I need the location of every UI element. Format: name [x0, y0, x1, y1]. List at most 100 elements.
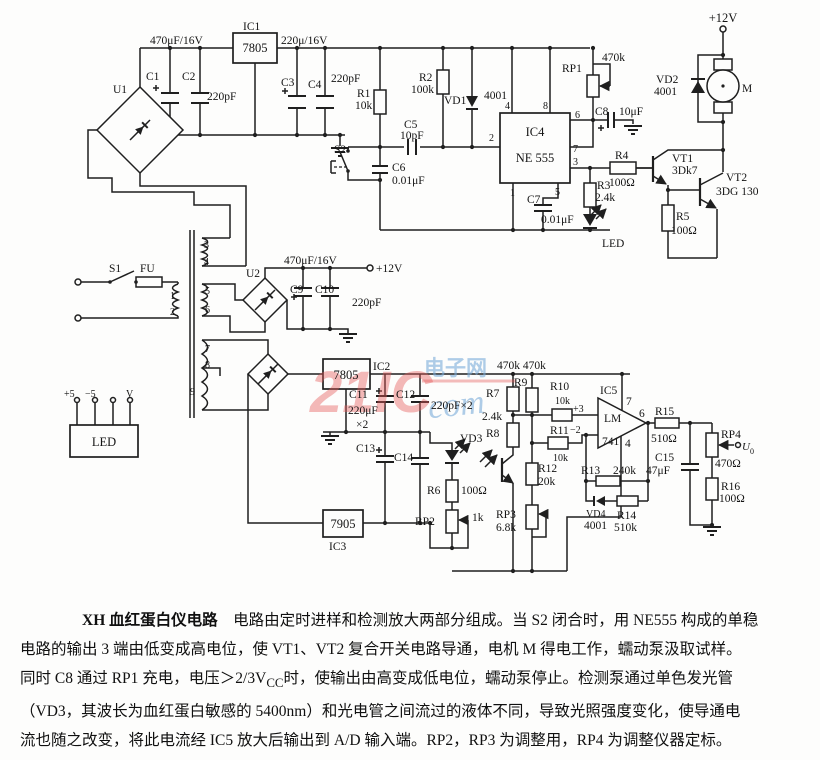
label-tap1: 1 — [170, 291, 175, 302]
label-c2-val: 220pF — [207, 91, 236, 103]
transformer-primary — [171, 283, 181, 317]
label-rp1: RP1 — [562, 63, 582, 75]
label-pin8: 8 — [543, 101, 548, 112]
label-c8-val: 10μF — [619, 106, 643, 118]
label-vt1: VT1 — [672, 153, 693, 165]
label-r11-val: 10k — [553, 453, 568, 464]
label-vd2-val: 4001 — [654, 86, 677, 98]
caption-title: XH 血红蛋白仪电路 — [82, 612, 218, 629]
label-pin2: 2 — [489, 133, 494, 144]
terminal-led-1 — [73, 396, 81, 404]
ic4-ne555 — [499, 112, 571, 184]
label-s1: S1 — [109, 263, 121, 275]
label-rp2: RP2 — [415, 516, 435, 528]
capacitor-plates — [161, 92, 699, 471]
resistor-r4 — [609, 161, 637, 175]
label-tap6: 6 — [205, 305, 210, 316]
label-c6: C6 — [392, 162, 406, 174]
label-ic3: IC3 — [329, 541, 347, 553]
label-ic5-lm: LM — [604, 413, 621, 425]
resistor-r1 — [373, 89, 387, 115]
label-rp2-val: 1k — [472, 512, 484, 524]
label-r14-val: 510k — [614, 522, 637, 534]
label-r1-val: 10k — [355, 100, 373, 112]
label-r5: R5 — [676, 211, 690, 223]
label-tap4: 4 — [204, 257, 209, 268]
label-vd4-val: 4001 — [584, 520, 607, 532]
label-r2: R2 — [419, 72, 433, 84]
label-tap3: 3 — [204, 240, 209, 251]
label-fu: FU — [140, 263, 155, 275]
figure-caption: XH 血红蛋白仪电路 电路由定时进样和检测放大两部分组成。当 S2 闭合时，用 … — [20, 606, 802, 755]
label-c15: C15 — [655, 452, 674, 464]
label-r11: R11 — [550, 425, 569, 437]
label-ic2: IC2 — [373, 361, 391, 373]
label-v: V — [126, 389, 134, 400]
ground-symbols — [321, 125, 721, 536]
component-bodies — [69, 25, 742, 538]
label-r15-val: 510Ω — [651, 433, 677, 445]
caption-line-1: XH 血红蛋白仪电路 电路由定时进样和检测放大两部分组成。当 S2 闭合时，用 … — [82, 612, 759, 629]
watermark-suffix: com — [426, 384, 486, 427]
caption-line-5: 流也随之改变，将此电流经 IC5 放大后输出到 A/D 输入端。RP2，RP3 … — [20, 732, 732, 750]
label-c12: C12 — [396, 389, 415, 401]
label-vt1-val: 3Dk7 — [672, 165, 698, 177]
label-r7: R7 — [486, 388, 500, 400]
terminal-led-2 — [91, 396, 99, 404]
label-in-plus: +3 — [573, 404, 584, 415]
resistor-r7 — [506, 386, 520, 412]
led-vd3 — [445, 450, 459, 464]
label-c14: C14 — [394, 452, 413, 464]
label-r1: R1 — [357, 88, 371, 100]
label-c9: C9 — [290, 284, 304, 296]
diode-vd4 — [593, 496, 605, 506]
label-motor: M — [742, 83, 752, 95]
label-rp3-val: 6.8k — [496, 522, 516, 534]
label-12v-mid: +12V — [376, 263, 403, 275]
label-r14: R14 — [617, 510, 636, 522]
ic1-regulator — [232, 32, 278, 64]
label-r7-r9-vals: 470k 470k — [497, 360, 546, 372]
label-c3: C3 — [281, 77, 295, 89]
label-ic2-part: 7805 — [334, 368, 359, 382]
label-c11: C11 — [349, 389, 368, 401]
label-r2-val: 100k — [411, 84, 434, 96]
label-pin3: 3 — [573, 157, 578, 168]
label-rp1-val: 470k — [602, 52, 625, 64]
label-c1: C1 — [146, 71, 160, 83]
label-pin7: 7 — [573, 144, 578, 155]
motor-tab-top — [713, 58, 733, 71]
led-display-box — [69, 424, 139, 458]
label-vd1-val: 4001 — [484, 90, 507, 102]
label-cap1: 470μF/16V — [150, 35, 204, 47]
label-r10: R10 — [550, 381, 569, 393]
label-r12: R12 — [538, 463, 557, 475]
label-opamp-pin4: 4 — [625, 438, 631, 450]
resistor-r16 — [705, 477, 719, 501]
label-r8: R8 — [486, 428, 500, 440]
resistor-r3 — [583, 182, 597, 208]
label-vt2: VT2 — [726, 172, 747, 184]
label-vd2: VD2 — [656, 74, 679, 86]
label-pin1: 1 — [510, 188, 515, 199]
label-r7-val: 2.4k — [482, 411, 502, 423]
label-ic5-741: 741 — [602, 436, 620, 448]
label-ic3-part: 7905 — [331, 517, 356, 531]
label-c7-val: 0.01μF — [541, 214, 574, 226]
label-cap3: 470μF/16V — [284, 255, 338, 267]
watermark: 21IC 电子网 com — [309, 357, 516, 426]
label-r3-val: 2.4k — [595, 192, 615, 204]
resistor-r15 — [654, 417, 680, 429]
label-r6-val: 100Ω — [461, 485, 487, 497]
resistor-r14 — [616, 495, 639, 507]
resistor-r5 — [661, 204, 675, 232]
transformer-winding-56 — [199, 283, 209, 317]
terminal-ac-1 — [74, 278, 82, 286]
label-r16: R16 — [721, 481, 740, 493]
label-r16-val: 100Ω — [719, 493, 745, 505]
label-c2: C2 — [182, 71, 196, 83]
label-c13: C13 — [356, 443, 375, 455]
caption-line-3: 同时 C8 通过 RP1 充电，电压＞2/3VCC时，使输出由高变成低电位，蠕动… — [20, 670, 734, 691]
label-c7: C7 — [527, 194, 541, 206]
